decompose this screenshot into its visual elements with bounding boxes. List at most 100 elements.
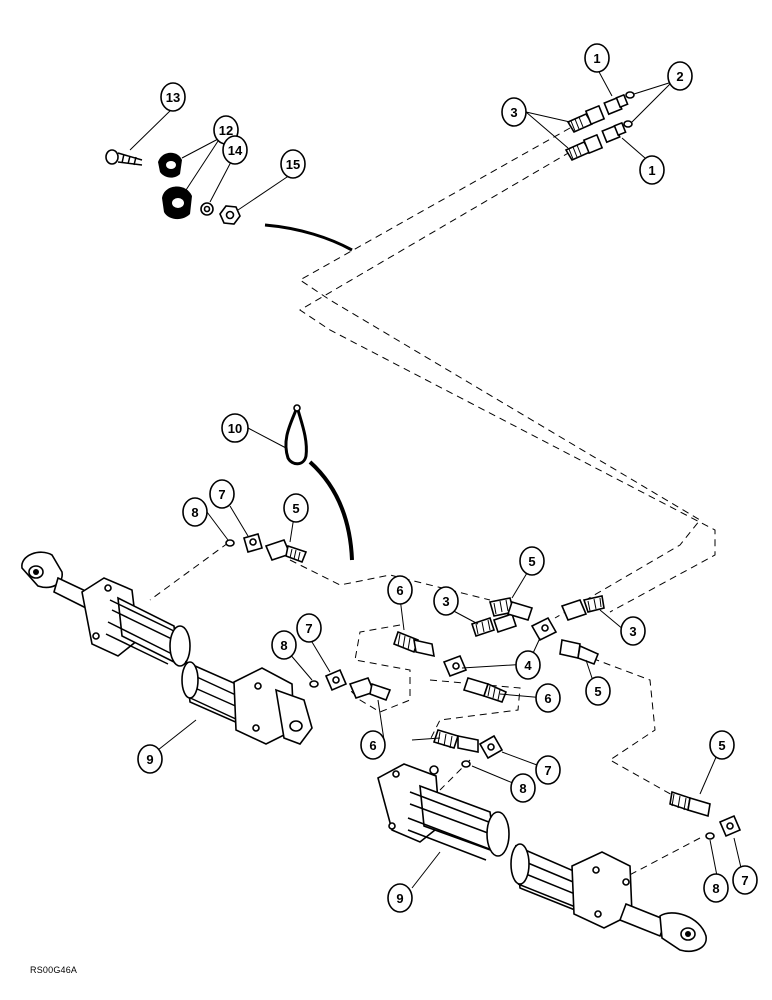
- hose-end-5c: [559, 639, 600, 666]
- callout-5-left: 5: [283, 493, 309, 523]
- hose-end-6a: [348, 677, 392, 702]
- hose-end-6d: [432, 729, 479, 753]
- hose-line-lower: [299, 151, 716, 613]
- nut-part: [219, 205, 241, 225]
- callout-14-label: 14: [228, 143, 243, 158]
- hose-line-left-cylinder: [149, 542, 491, 601]
- callout-9-left: 9: [137, 744, 163, 774]
- callout-2-label: 2: [676, 69, 683, 84]
- callout-13-label: 13: [166, 90, 180, 105]
- callout-3-upper-label: 3: [510, 105, 517, 120]
- hose-routes: [149, 127, 716, 881]
- oring-8d: [705, 832, 715, 840]
- callout-12-label: 12: [219, 123, 233, 138]
- oring-upper-2: [625, 91, 635, 99]
- strap-pointer-curve: [308, 460, 354, 561]
- hose-end-5b: [488, 597, 534, 621]
- callout-6-mid-upper: 6: [387, 575, 413, 605]
- callout-10: 10: [221, 413, 249, 443]
- callout-3-upper: 3: [501, 97, 527, 127]
- hose-line-middle-loop: [349, 624, 521, 741]
- callout-7-right: 7: [732, 865, 758, 895]
- leader-lines: [129, 69, 743, 889]
- adapter-lower-3: [564, 133, 604, 162]
- callout-7-right-label: 7: [741, 873, 748, 888]
- oring-8b: [309, 680, 319, 688]
- hose-end-3c: [560, 595, 605, 621]
- elbow-7b: [324, 668, 348, 692]
- hose-line-right-run: [569, 649, 691, 806]
- callout-8-center-label: 8: [280, 638, 287, 653]
- callout-7-center: 7: [296, 613, 322, 643]
- callout-7-lower-label: 7: [544, 763, 551, 778]
- clamp-part-upper: [158, 152, 182, 178]
- hose-line-right-cylinder: [619, 837, 701, 881]
- hose-end-6b: [393, 630, 435, 658]
- hose-end-6c: [462, 677, 508, 703]
- lock-washer-part: [200, 202, 214, 216]
- callout-4: 4: [515, 650, 541, 680]
- hose-end-5a: [264, 539, 308, 564]
- bolt-part: [105, 149, 143, 166]
- elbow-7d: [718, 814, 742, 838]
- callout-9-right: 9: [387, 883, 413, 913]
- callout-6-mid: 6: [535, 683, 561, 713]
- callout-8-right: 8: [703, 873, 729, 903]
- callout-5-mid-label: 5: [528, 554, 535, 569]
- callout-6-mid-upper-label: 6: [396, 583, 403, 598]
- callout-1-upper-label: 1: [593, 51, 600, 66]
- clamp-pointer-curve: [264, 223, 353, 252]
- clamp-assembly: [105, 149, 353, 252]
- clamp-part-lower: [162, 186, 192, 220]
- callout-5-right-mid: 5: [585, 676, 611, 706]
- callout-7-left-label: 7: [218, 487, 225, 502]
- fitting-upper-1: [603, 93, 629, 116]
- callout-1-lower-label: 1: [648, 163, 655, 178]
- callout-4-label: 4: [524, 658, 532, 673]
- callout-2: 2: [667, 61, 693, 91]
- callout-1-lower: 1: [639, 155, 665, 185]
- callout-1-upper: 1: [584, 43, 610, 73]
- hose-end-5d: [669, 790, 711, 818]
- callout-10-label: 10: [228, 421, 242, 436]
- fittings-group: [225, 533, 742, 840]
- callout-8-center: 8: [271, 630, 297, 660]
- callout-3-right-label: 3: [629, 624, 636, 639]
- oring-8a: [225, 539, 235, 547]
- callout-5-right: 5: [709, 730, 735, 760]
- callout-7-lower: 7: [535, 755, 561, 785]
- callout-9-left-label: 9: [146, 752, 153, 767]
- elbow-7a: [243, 533, 263, 553]
- callout-7-left: 7: [209, 479, 235, 509]
- strap-part: [284, 404, 354, 561]
- callout-8-left: 8: [182, 497, 208, 527]
- callout-5-left-label: 5: [292, 501, 299, 516]
- elbow-7c: [478, 734, 504, 760]
- tee-4b: [442, 654, 468, 678]
- callout-14: 14: [222, 135, 248, 165]
- callouts: 13 12 14 15 1 2 3 1 10 8 7 5 6 3 5 3 4 5…: [137, 43, 758, 913]
- callout-5-mid: 5: [519, 546, 545, 576]
- callout-3-mid-label: 3: [442, 594, 449, 609]
- callout-3-mid: 3: [433, 586, 459, 616]
- hose-line-upper: [299, 127, 701, 619]
- callout-9-right-label: 9: [396, 891, 403, 906]
- callout-13: 13: [160, 82, 186, 112]
- hydraulic-cylinder-right: [377, 763, 707, 952]
- oring-8c: [461, 760, 471, 768]
- callout-6-lower-label: 6: [369, 738, 376, 753]
- oring-lower-2: [623, 120, 633, 128]
- adapter-3b: [470, 612, 518, 638]
- fitting-lower-1: [601, 121, 627, 144]
- tee-4a: [530, 616, 558, 642]
- adapter-upper-3: [566, 104, 606, 134]
- hydraulic-cylinder-left: [21, 551, 313, 745]
- callout-5-right-mid-label: 5: [594, 684, 601, 699]
- figure-reference-code: RS00G46A: [30, 965, 78, 975]
- callout-6-mid-label: 6: [544, 691, 551, 706]
- callout-5-right-label: 5: [718, 738, 725, 753]
- callout-8-lower-label: 8: [519, 781, 526, 796]
- callout-8-right-label: 8: [712, 881, 719, 896]
- callout-8-left-label: 8: [191, 505, 198, 520]
